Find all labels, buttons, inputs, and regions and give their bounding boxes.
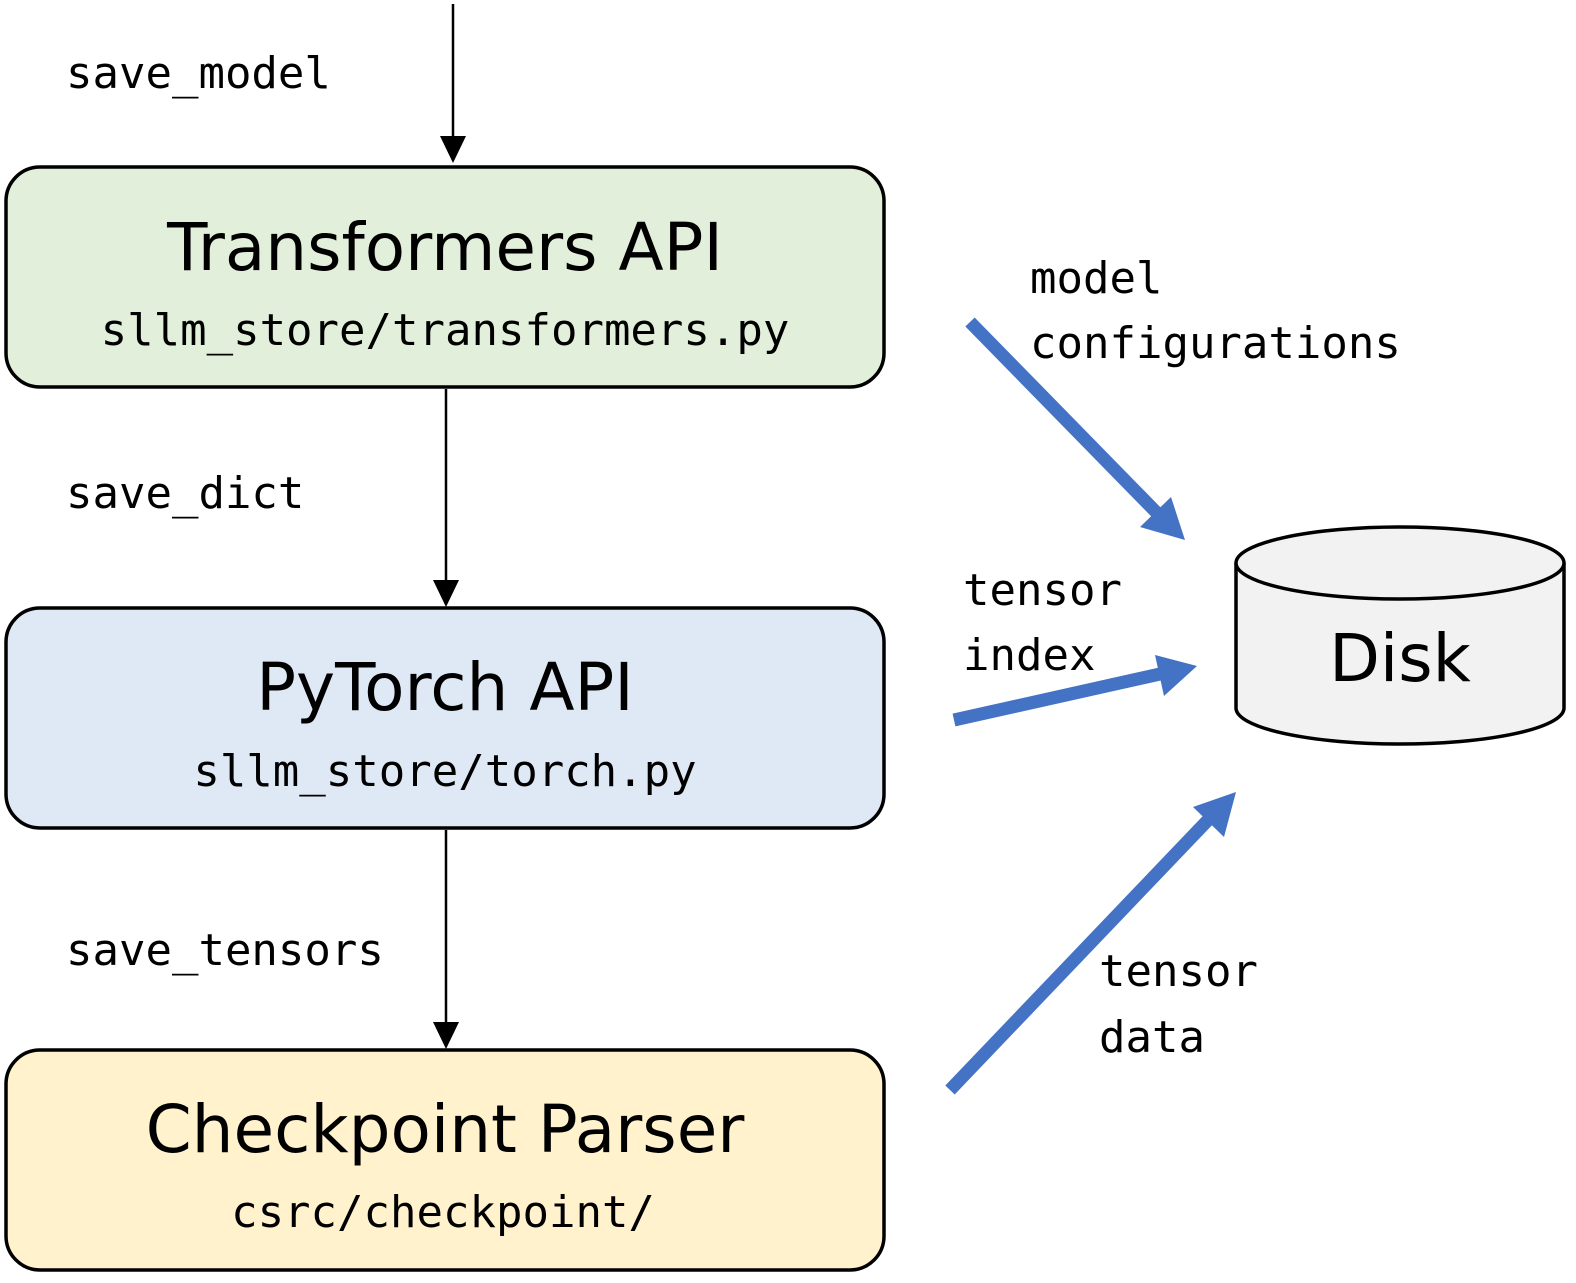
tensor-data-arrow [945, 792, 1236, 1095]
tensor-index-label-line1: tensor [963, 565, 1122, 616]
save-dict-arrowhead [433, 580, 459, 607]
disk-cylinder: Disk [1234, 525, 1566, 746]
save-dict-label: save_dict [66, 468, 304, 519]
pytorch-api-box: PyTorch API sllm_store/torch.py [4, 606, 886, 830]
model-configurations-label-line1: model [1030, 253, 1162, 304]
tensor-index-label-line2: index [963, 630, 1095, 681]
tensor-data-label-line1: tensor [1099, 946, 1258, 997]
transformers-api-path: sllm_store/transformers.py [101, 305, 790, 356]
model-configurations-label-line2: configurations [1030, 318, 1401, 369]
tensor-data-label-line2: data [1099, 1012, 1205, 1063]
pytorch-api-title: PyTorch API [256, 649, 634, 726]
checkpoint-parser-path: csrc/checkpoint/ [231, 1187, 655, 1238]
model-configurations-arrow [965, 317, 1185, 540]
save-tensors-arrowhead [433, 1022, 459, 1049]
tensor-index-arrow [952, 655, 1197, 727]
transformers-api-box: Transformers API sllm_store/transformers… [4, 165, 886, 389]
save-model-arrowhead [440, 136, 466, 163]
disk-label: Disk [1329, 620, 1472, 697]
save-tensors-label: save_tensors [66, 925, 384, 976]
transformers-api-title: Transformers API [166, 209, 723, 286]
pytorch-api-path: sllm_store/torch.py [193, 746, 696, 797]
checkpoint-parser-title: Checkpoint Parser [146, 1091, 746, 1168]
save-model-label: save_model [66, 48, 331, 99]
checkpoint-parser-box: Checkpoint Parser csrc/checkpoint/ [4, 1048, 886, 1272]
